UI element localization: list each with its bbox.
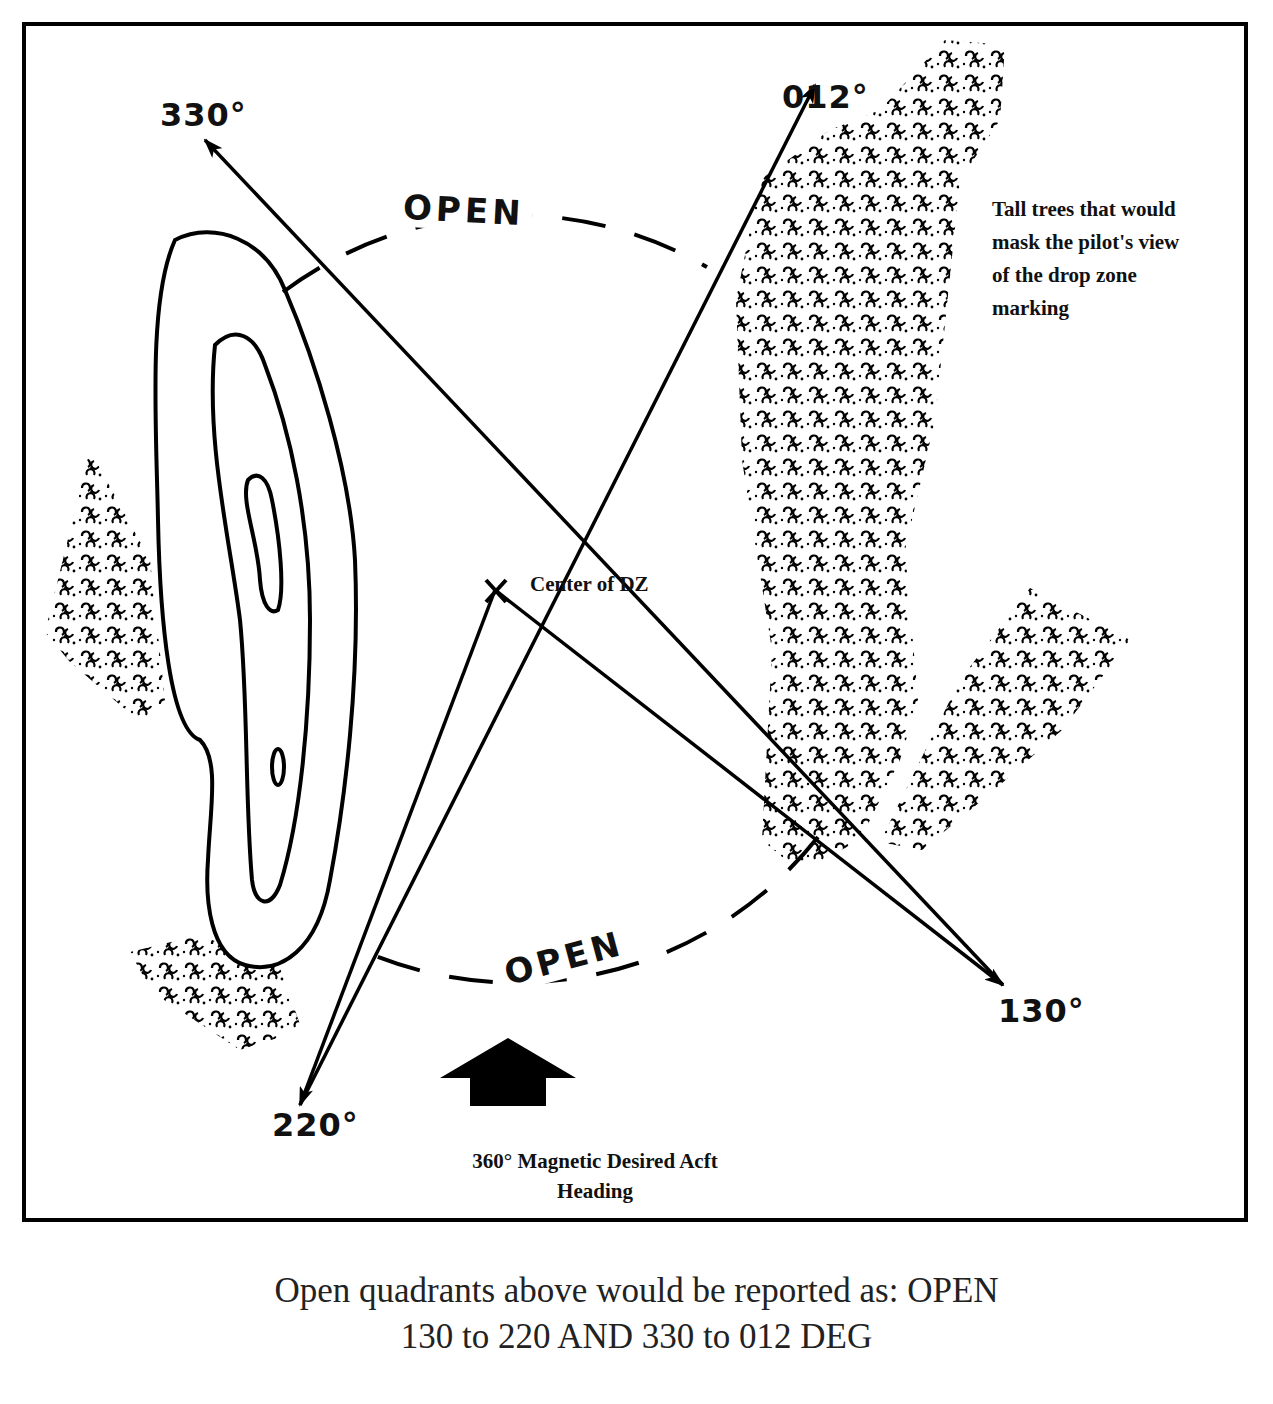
frame xyxy=(24,24,1246,1220)
hill-contours xyxy=(155,232,356,967)
heading-arrow xyxy=(440,1038,576,1106)
bearing-label: 130° xyxy=(998,992,1085,1030)
open-label: OPEN xyxy=(492,921,635,995)
bearing-label: 330° xyxy=(160,96,247,134)
open-label: OPEN xyxy=(394,186,533,233)
bearing-label: 012° xyxy=(782,78,869,116)
caption: Open quadrants above would be reported a… xyxy=(272,1268,1002,1360)
tree-note: Tall trees that would mask the pilot's v… xyxy=(992,193,1192,325)
heading-note: 360° Magnetic Desired Acft Heading xyxy=(455,1146,735,1206)
open-arcs xyxy=(283,215,818,983)
bearing-label: 220° xyxy=(272,1106,359,1144)
center-mark xyxy=(486,580,506,602)
tree-areas xyxy=(45,40,1130,1050)
center-label: Center of DZ xyxy=(530,568,649,601)
bearing-lines xyxy=(205,85,1003,1105)
